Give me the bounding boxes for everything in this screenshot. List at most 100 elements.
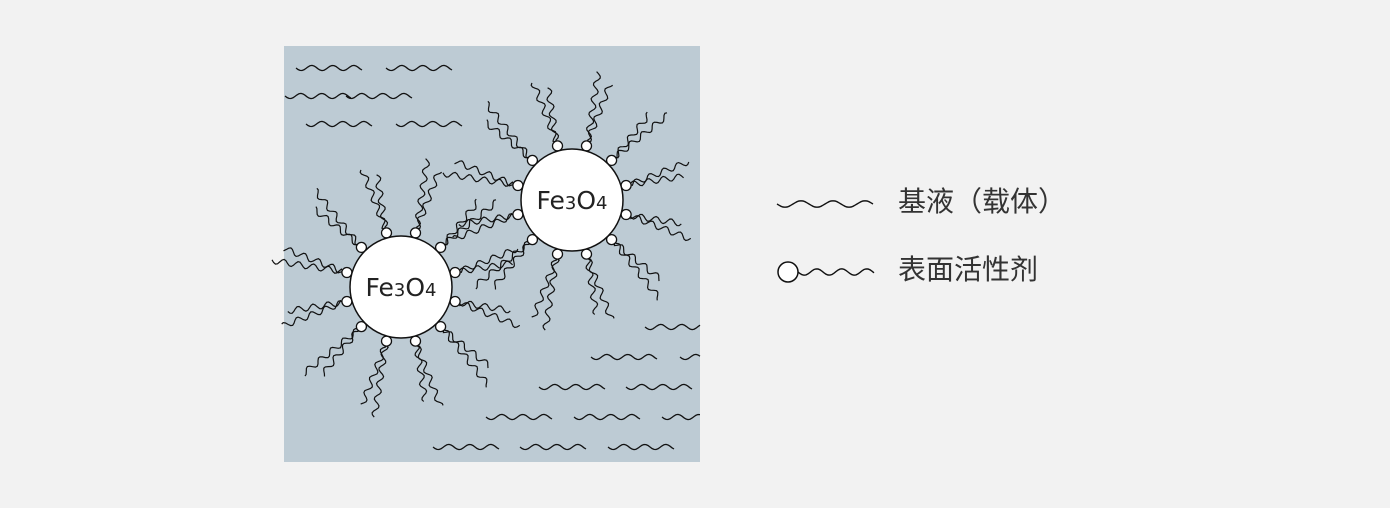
surfactant-head — [449, 295, 461, 308]
surfactant-tail — [443, 198, 477, 246]
surfactant-tail — [415, 158, 430, 230]
surfactant-tail — [315, 206, 359, 246]
surfactant-tail — [613, 242, 660, 282]
carrier-molecule — [395, 120, 463, 128]
surfactant-tail — [546, 87, 560, 143]
surfactant-head — [449, 266, 461, 279]
surfactant-tail — [287, 299, 344, 314]
surfactant-head — [620, 208, 632, 221]
surfactant-head — [409, 335, 422, 347]
surfactant-shell — [442, 71, 692, 331]
surfactant-head — [580, 248, 593, 260]
surfactant-tail — [416, 171, 443, 230]
surfactant-tail — [452, 213, 515, 240]
surfactant-head — [605, 154, 618, 167]
surfactant-tail — [283, 247, 344, 274]
surfactant-head — [380, 227, 393, 239]
surfactant-tail — [585, 257, 599, 315]
carrier-molecule — [679, 353, 701, 361]
surfactant-tail — [454, 160, 515, 187]
surfactant-tail — [442, 171, 515, 187]
legend-surfactant-label: 表面活性剂 — [898, 253, 1039, 286]
legend-icons — [776, 200, 875, 283]
surfactant-head — [605, 233, 618, 246]
surfactant-head — [355, 320, 368, 333]
surfactant-tail — [271, 258, 344, 274]
particle-formula: Fe3O4 — [537, 186, 608, 215]
surfactant-tail — [360, 344, 387, 405]
surfactant-tail — [442, 329, 489, 369]
formula-sub: 3 — [394, 280, 405, 301]
legend-carrier-icon — [776, 200, 874, 208]
surfactant-tail — [443, 328, 488, 388]
surfactant-head — [512, 179, 524, 192]
fe3o4-particle: Fe3O4 — [349, 235, 453, 339]
surfactant-tail — [486, 119, 530, 159]
surfactant-molecules — [271, 71, 692, 418]
surfactant-head — [434, 320, 447, 333]
carrier-molecule — [284, 92, 352, 100]
carrier-molecule — [305, 120, 373, 128]
formula-sub: 4 — [425, 280, 436, 301]
surfactant-tail — [316, 187, 359, 246]
surfactant-head — [380, 335, 393, 347]
legend-surfactant-tail — [797, 268, 875, 276]
surfactant-tail — [416, 344, 444, 406]
surfactant-tail — [458, 260, 513, 274]
surfactant-tail — [614, 241, 659, 301]
surfactant-tail — [359, 169, 386, 230]
formula-sub: 3 — [565, 193, 576, 214]
carrier-molecule — [590, 353, 658, 361]
surfactant-tail — [458, 248, 519, 274]
surfactant-tail — [614, 112, 668, 159]
surfactant-head — [620, 179, 632, 192]
surfactant-tail — [530, 82, 557, 143]
surfactant-head — [512, 208, 524, 221]
surfactant-head — [341, 266, 353, 279]
surfactant-tail — [458, 301, 521, 329]
particle-formula: Fe3O4 — [366, 273, 437, 302]
surfactant-head — [551, 140, 564, 152]
carrier-fluid-molecules — [284, 64, 701, 451]
carrier-molecule — [295, 64, 363, 72]
surfactant-head — [409, 227, 422, 239]
formula-fe: Fe — [537, 186, 565, 215]
surfactant-tail — [304, 327, 359, 377]
carrier-molecule — [607, 443, 675, 451]
surfactant-head — [526, 233, 539, 246]
surfactant-head — [355, 241, 368, 254]
surfactant-tail — [586, 71, 601, 143]
surfactant-tail — [629, 173, 684, 187]
surfactant-head — [551, 248, 564, 260]
surfactant-tail — [531, 257, 558, 318]
carrier-molecule — [345, 92, 413, 100]
surfactant-tail — [629, 214, 692, 242]
formula-o: O — [576, 186, 596, 215]
surfactant-tail — [458, 212, 515, 227]
carrier-molecule — [485, 413, 553, 421]
carrier-molecule — [661, 413, 701, 421]
surfactant-tail — [614, 111, 648, 159]
fe3o4-particle: Fe3O4 — [520, 148, 624, 252]
surfactant-shell — [271, 158, 521, 418]
carrier-molecule — [385, 64, 453, 72]
carrier-molecule — [644, 323, 701, 331]
surfactant-tail — [475, 240, 530, 290]
carrier-molecule — [538, 383, 606, 391]
legend-surfactant-icon — [777, 261, 875, 283]
carrier-molecule — [432, 443, 500, 451]
surfactant-tail — [629, 161, 690, 187]
surfactant-tail — [587, 257, 615, 319]
surfactant-tail — [414, 344, 428, 402]
particle-core — [349, 235, 453, 339]
fluid-background — [284, 46, 700, 462]
surfactant-head — [341, 295, 353, 308]
surfactant-tail — [443, 199, 497, 246]
surfactant-head — [580, 140, 593, 152]
surfactant-tail — [375, 174, 389, 230]
surfactant-head — [526, 154, 539, 167]
formula-fe: Fe — [366, 273, 394, 302]
carrier-molecule — [625, 383, 693, 391]
